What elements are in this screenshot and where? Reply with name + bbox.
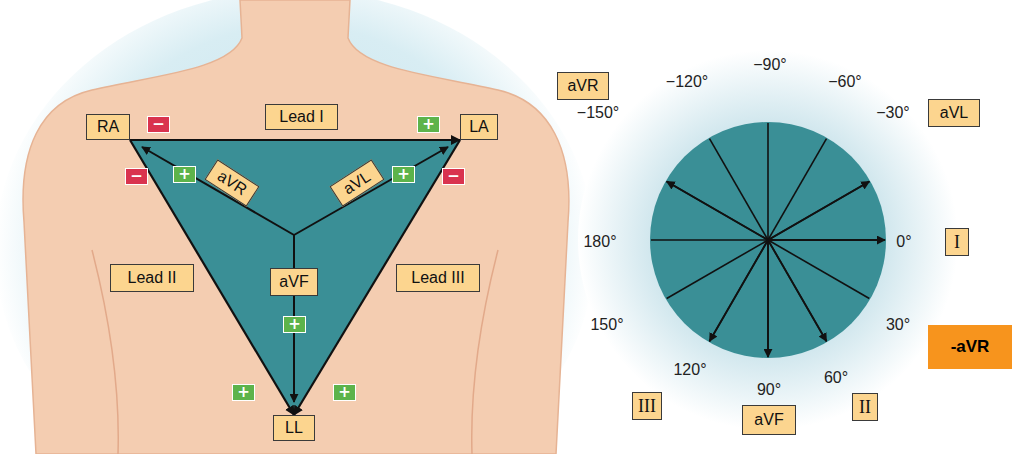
node-text: aVL — [940, 104, 968, 122]
lead-box: aVR — [204, 159, 259, 206]
electrode-box: LA — [460, 114, 498, 140]
polarity-sign: − — [442, 168, 465, 185]
node-text: III — [638, 396, 656, 417]
lead-axis-arrow — [667, 182, 768, 241]
node-text: RA — [97, 118, 119, 136]
node-text: aVF — [754, 411, 783, 429]
node-text: Lead I — [279, 108, 323, 126]
node-text: LA — [469, 118, 489, 136]
node-text: − — [447, 169, 460, 184]
lead-axis-arrow — [767, 240, 769, 357]
node-text: − — [130, 169, 143, 184]
node-text: + — [178, 167, 191, 182]
degree-label: 90° — [757, 381, 781, 399]
polarity-sign: − — [147, 116, 170, 133]
axis-spokes — [651, 123, 885, 357]
node-text: aVR — [567, 77, 598, 95]
degree-label: 30° — [886, 316, 910, 334]
node-text: Lead III — [411, 269, 464, 287]
degree-label: 60° — [824, 369, 848, 387]
node-text: + — [338, 385, 351, 400]
degree-label: −60° — [828, 73, 862, 91]
polarity-sign: + — [283, 316, 306, 333]
node-text: aVF — [279, 273, 308, 291]
lead-axis-arrow — [768, 239, 885, 241]
hexaxial-circle — [650, 122, 886, 358]
node-text: + — [237, 385, 250, 400]
axis-label-box: I — [945, 228, 969, 256]
axis-label-box: III — [632, 392, 662, 420]
highlight-box: -aVR — [928, 325, 1012, 369]
electrode-box: RA — [86, 114, 130, 140]
node-text: LL — [285, 419, 303, 437]
degree-label: 150° — [590, 316, 623, 334]
lead-box: Lead I — [265, 104, 338, 130]
degree-label: 0° — [896, 233, 911, 251]
degree-label: −90° — [753, 56, 787, 74]
lead-box: Lead II — [110, 264, 194, 292]
lead-box: Lead III — [396, 264, 480, 292]
avr-vector — [142, 147, 294, 235]
node-text: + — [288, 317, 301, 332]
node-text: + — [397, 167, 410, 182]
polarity-sign: + — [232, 384, 255, 401]
lead-box: aVL — [329, 159, 384, 206]
lead-axis-arrow — [710, 240, 769, 341]
node-text: II — [859, 397, 871, 418]
lead-axis-arrow — [768, 182, 869, 241]
axis-label-box: aVR — [557, 72, 609, 100]
axis-label-box: aVF — [742, 405, 796, 435]
node-text: -aVR — [951, 337, 990, 357]
lead-vector — [130, 139, 460, 141]
polarity-sign: + — [333, 384, 356, 401]
degree-label: 120° — [673, 361, 706, 379]
degree-label: −30° — [876, 104, 910, 122]
lead-axis-arrow — [768, 240, 827, 341]
electrode-box: LL — [273, 415, 315, 441]
polarity-sign: − — [125, 168, 148, 185]
polarity-sign: + — [173, 166, 196, 183]
glow — [578, 50, 958, 430]
node-text: aVR — [214, 167, 250, 199]
glow — [0, 0, 595, 454]
polarity-sign: + — [417, 116, 440, 133]
degree-label: −150° — [577, 104, 619, 122]
degree-label: 180° — [583, 233, 616, 251]
node-text: aVL — [340, 168, 374, 199]
degree-label: −120° — [666, 73, 708, 91]
lead-box: aVF — [270, 268, 318, 296]
node-text: I — [954, 232, 960, 253]
polarity-sign: + — [392, 166, 415, 183]
node-text: − — [152, 117, 165, 132]
avl-vector — [294, 147, 448, 235]
node-text: Lead II — [128, 269, 177, 287]
torso — [23, 0, 569, 454]
axis-label-box: aVL — [928, 99, 980, 127]
axis-label-box: II — [852, 393, 878, 421]
node-text: + — [422, 117, 435, 132]
